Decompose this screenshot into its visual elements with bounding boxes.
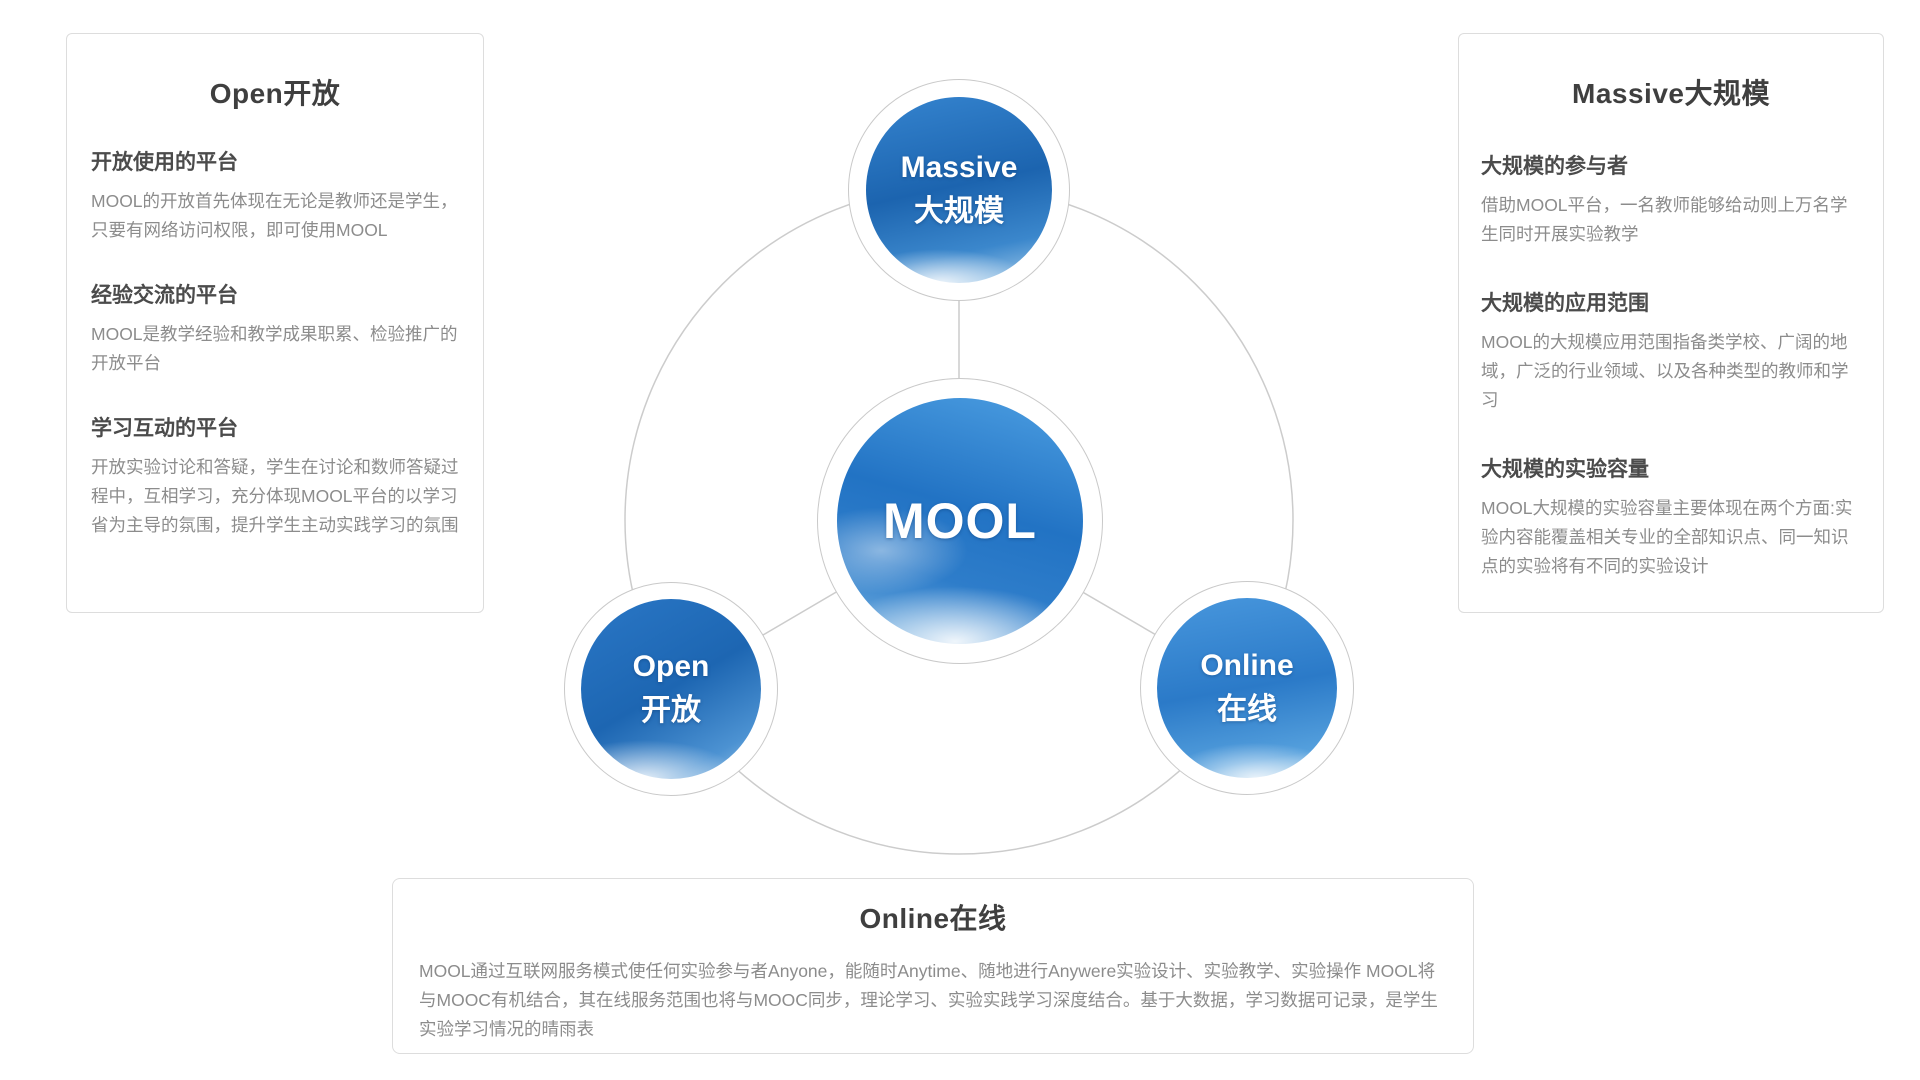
massive-section-2: 大规模的应用范围 MOOL的大规模应用范围指备类学校、广阔的地域，广泛的行业领域… (1481, 287, 1861, 415)
section-body: MOOL是教学经验和教学成果职累、检验推广的开放平台 (91, 324, 458, 373)
online-circle: Online 在线 (1140, 581, 1354, 795)
massive-section-1: 大规模的参与者 借助MOOL平台，一名教师能够给动则上万名学生同时开展实验教学 (1481, 150, 1861, 249)
massive-circle-label: Massive 大规模 (866, 97, 1052, 283)
section-body: 借助MOOL平台，一名教师能够给动则上万名学生同时开展实验教学 (1481, 195, 1848, 244)
section-heading: 大规模的应用范围 (1481, 292, 1649, 315)
massive-panel-title: Massive大规模 (1572, 78, 1770, 109)
open-section-3: 学习互动的平台 开放实验讨论和答疑，学生在讨论和数师答疑过程中，互相学习，充分体… (91, 412, 459, 540)
online-info-panel: Online在线 MOOL通过互联网服务模式使任何实验参与者Anyone，能随时… (392, 878, 1474, 1054)
open-panel-title: Open开放 (209, 78, 341, 109)
massive-label-zh: 大规模 (914, 195, 1004, 228)
online-panel-title: Online在线 (859, 903, 1007, 934)
open-label-zh: 开放 (641, 694, 701, 727)
section-body: MOOL的大规模应用范围指备类学校、广阔的地域，广泛的行业领域、以及各种类型的教… (1481, 332, 1849, 410)
section-heading: 学习互动的平台 (91, 417, 238, 440)
section-body: MOOL的开放首先体现在无论是教师还是学生，只要有网络访问权限，即可使用MOOL (91, 191, 458, 240)
open-info-panel: Open开放 开放使用的平台 MOOL的开放首先体现在无论是教师还是学生，只要有… (66, 33, 484, 613)
massive-section-3: 大规模的实验容量 MOOL大规模的实验容量主要体现在两个方面:实验内容能覆盖相关… (1481, 453, 1861, 581)
open-section-1: 开放使用的平台 MOOL的开放首先体现在无论是教师还是学生，只要有网络访问权限，… (91, 146, 459, 245)
section-body: MOOL大规模的实验容量主要体现在两个方面:实验内容能覆盖相关专业的全部知识点、… (1481, 498, 1853, 576)
online-label-zh: 在线 (1217, 693, 1277, 726)
open-section-2: 经验交流的平台 MOOL是教学经验和教学成果职累、检验推广的开放平台 (91, 279, 459, 378)
open-label-en: Open (632, 650, 710, 683)
mool-center-label: MOOL (837, 398, 1083, 644)
open-circle-label: Open 开放 (581, 599, 761, 779)
section-heading: 经验交流的平台 (91, 284, 238, 307)
online-label-en: Online (1200, 649, 1294, 682)
massive-circle: Massive 大规模 (848, 79, 1070, 301)
online-circle-label: Online 在线 (1157, 598, 1337, 778)
massive-label-en: Massive (900, 151, 1018, 184)
mool-center-circle: MOOL (817, 378, 1103, 664)
section-body: 开放实验讨论和答疑，学生在讨论和数师答疑过程中，互相学习，充分体现MOOL平台的… (91, 457, 459, 535)
massive-info-panel: Massive大规模 大规模的参与者 借助MOOL平台，一名教师能够给动则上万名… (1458, 33, 1884, 613)
online-panel-body: MOOL通过互联网服务模式使任何实验参与者Anyone，能随时Anytime、随… (419, 961, 1438, 1039)
section-heading: 大规模的参与者 (1481, 155, 1628, 178)
open-circle: Open 开放 (564, 582, 778, 796)
section-heading: 大规模的实验容量 (1481, 458, 1649, 481)
section-heading: 开放使用的平台 (91, 151, 238, 174)
